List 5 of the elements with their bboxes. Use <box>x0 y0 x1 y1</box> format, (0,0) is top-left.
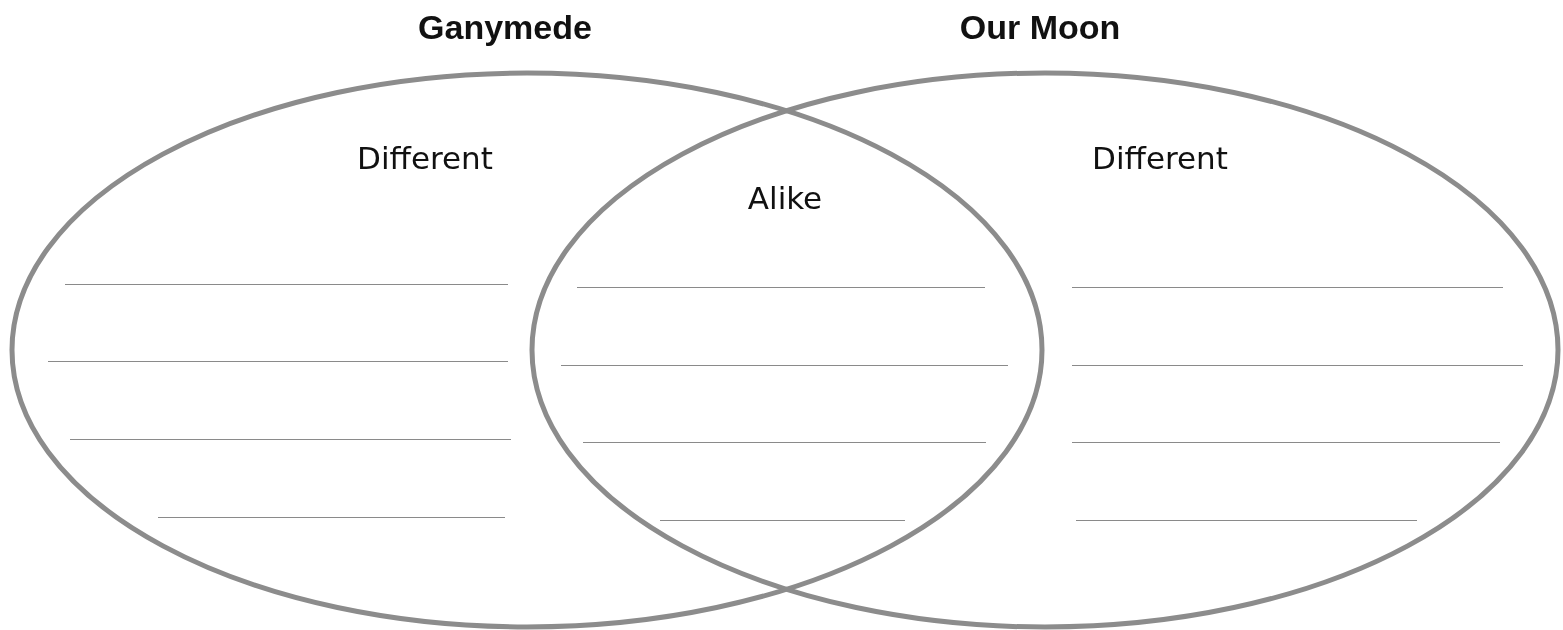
region-heading: Different <box>1092 140 1228 176</box>
circle-title: Our Moon <box>959 8 1121 47</box>
region-heading: Alike <box>747 180 823 216</box>
region-heading: Different <box>357 140 493 176</box>
circle-title: Ganymede <box>418 8 592 47</box>
